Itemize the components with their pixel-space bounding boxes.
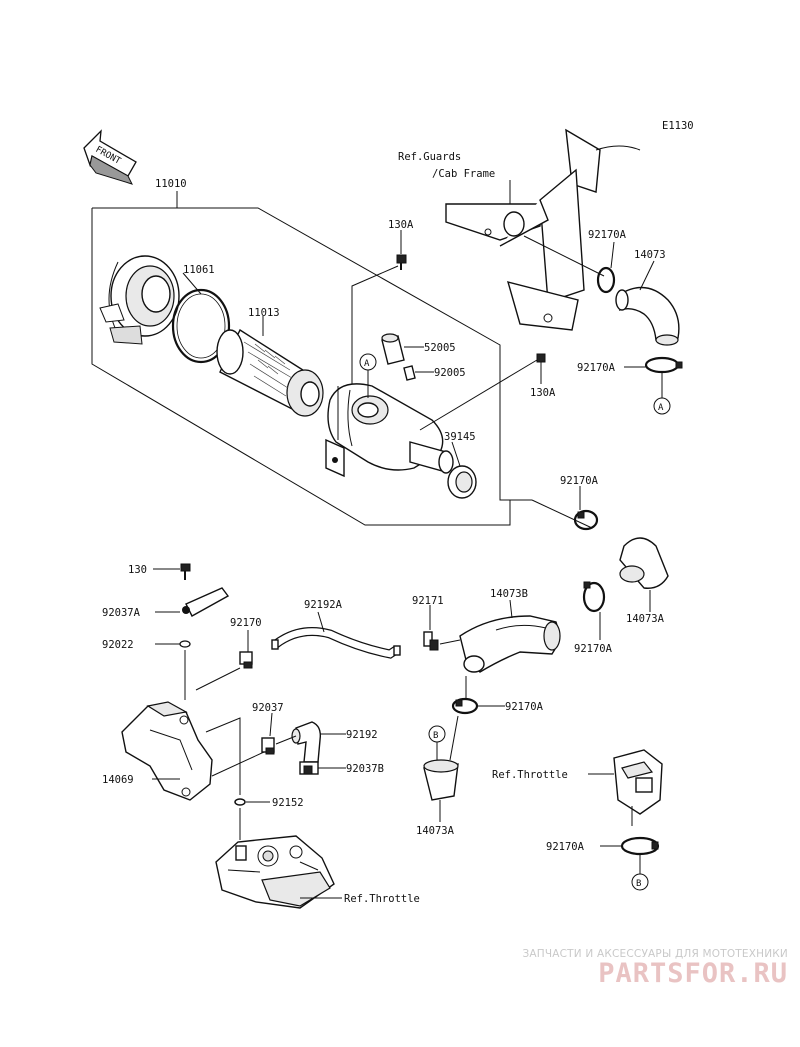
marker-A-housing: A	[359, 353, 377, 398]
label-92037B: 92037B	[346, 763, 384, 775]
bolt-130A-top	[396, 254, 407, 270]
marker-A-right: A	[653, 397, 671, 415]
clamp-92170	[239, 651, 253, 669]
cap-52005	[381, 333, 405, 365]
hose-14073A-upper	[619, 537, 669, 589]
bolt-130A-right	[536, 353, 546, 363]
ref-throttle-bottom: Ref.Throttle	[344, 893, 420, 905]
label-92170A-2: 92170A	[577, 362, 616, 374]
label-14073B: 14073B	[490, 588, 528, 600]
label-92170A-5: 92170A	[505, 701, 544, 713]
clamp-92037	[261, 737, 275, 755]
marker-B2-label: B	[636, 879, 641, 889]
diagram-code: E1130	[662, 120, 694, 132]
washer-92022	[179, 640, 191, 648]
clamp-92170A-5	[451, 697, 479, 715]
label-130A-right: 130A	[530, 387, 556, 399]
label-92037: 92037	[252, 702, 284, 714]
label-92192: 92192	[346, 729, 378, 741]
label-14069: 14069	[102, 774, 134, 786]
washer-92152	[234, 798, 246, 806]
hose-14073B	[459, 615, 561, 673]
watermark-tagline: ЗАПЧАСТИ И АКСЕССУАРЫ ДЛЯ МОТОТЕХНИКИ	[522, 948, 788, 960]
clamp-92037B	[299, 761, 319, 775]
strap-92037A	[182, 587, 230, 617]
label-14073A-upper: 14073A	[626, 613, 665, 625]
front-arrow-icon: FRONT	[83, 129, 137, 185]
bracket-14069	[121, 701, 213, 801]
throttle-body	[215, 835, 335, 909]
hose-14073A-lower	[423, 759, 459, 801]
watermark: ЗАПЧАСТИ И АКСЕССУАРЫ ДЛЯ МОТОТЕХНИКИ PA…	[488, 948, 788, 988]
label-92037A: 92037A	[102, 607, 141, 619]
marker-B1-label: B	[433, 731, 438, 741]
clamp-92170A-2	[644, 356, 683, 374]
label-92170A-4: 92170A	[574, 643, 613, 655]
label-130: 130	[128, 564, 147, 576]
label-92170A-6: 92170A	[546, 841, 585, 853]
watermark-logo: PARTSFOR.RU	[598, 958, 788, 989]
label-92171: 92171	[412, 595, 444, 607]
elbow-hose-92192	[291, 721, 322, 763]
seal-39145	[447, 465, 477, 499]
label-92170A-1: 92170A	[588, 229, 627, 241]
ref-throttle-right: Ref.Throttle	[492, 769, 568, 781]
label-92152: 92152	[272, 797, 304, 809]
label-130A-top: 130A	[388, 219, 414, 231]
clamp-92170A-3	[573, 509, 599, 531]
label-14073: 14073	[634, 249, 666, 261]
clamp-92170A-6	[620, 836, 660, 856]
fitting-92005	[403, 365, 416, 381]
air-cleaner-assembly-frame	[91, 191, 532, 526]
marker-B-left: B	[428, 725, 446, 743]
label-92170: 92170	[230, 617, 262, 629]
cab-frame-bracket	[445, 128, 641, 331]
hose-14073	[615, 286, 680, 346]
label-11061: 11061	[183, 264, 215, 276]
label-14073A-lower: 14073A	[416, 825, 455, 837]
clamp-92170A-1	[596, 266, 616, 294]
ref-guards-line2: /Cab Frame	[432, 168, 495, 180]
label-92170A-3: 92170A	[560, 475, 599, 487]
throttle-right	[613, 749, 663, 826]
label-92192A: 92192A	[304, 599, 343, 611]
label-92022: 92022	[102, 639, 134, 651]
ref-guards-line1: Ref.Guards	[398, 151, 461, 163]
fitting-92171	[423, 631, 439, 651]
label-11010: 11010	[155, 178, 187, 190]
air-filter-element-11013	[216, 328, 324, 417]
label-11013: 11013	[248, 307, 280, 319]
hose-92192A	[271, 627, 401, 659]
marker-A1-label: A	[364, 359, 370, 369]
label-52005: 52005	[424, 342, 456, 354]
bolt-130	[180, 563, 191, 580]
air-cleaner-housing	[325, 383, 454, 478]
label-92005: 92005	[434, 367, 466, 379]
marker-A2-label: A	[658, 403, 664, 413]
marker-B-right: B	[631, 873, 649, 891]
label-39145: 39145	[444, 431, 476, 443]
clamp-92170A-4	[582, 581, 606, 613]
air-cleaner-cap	[99, 255, 180, 345]
